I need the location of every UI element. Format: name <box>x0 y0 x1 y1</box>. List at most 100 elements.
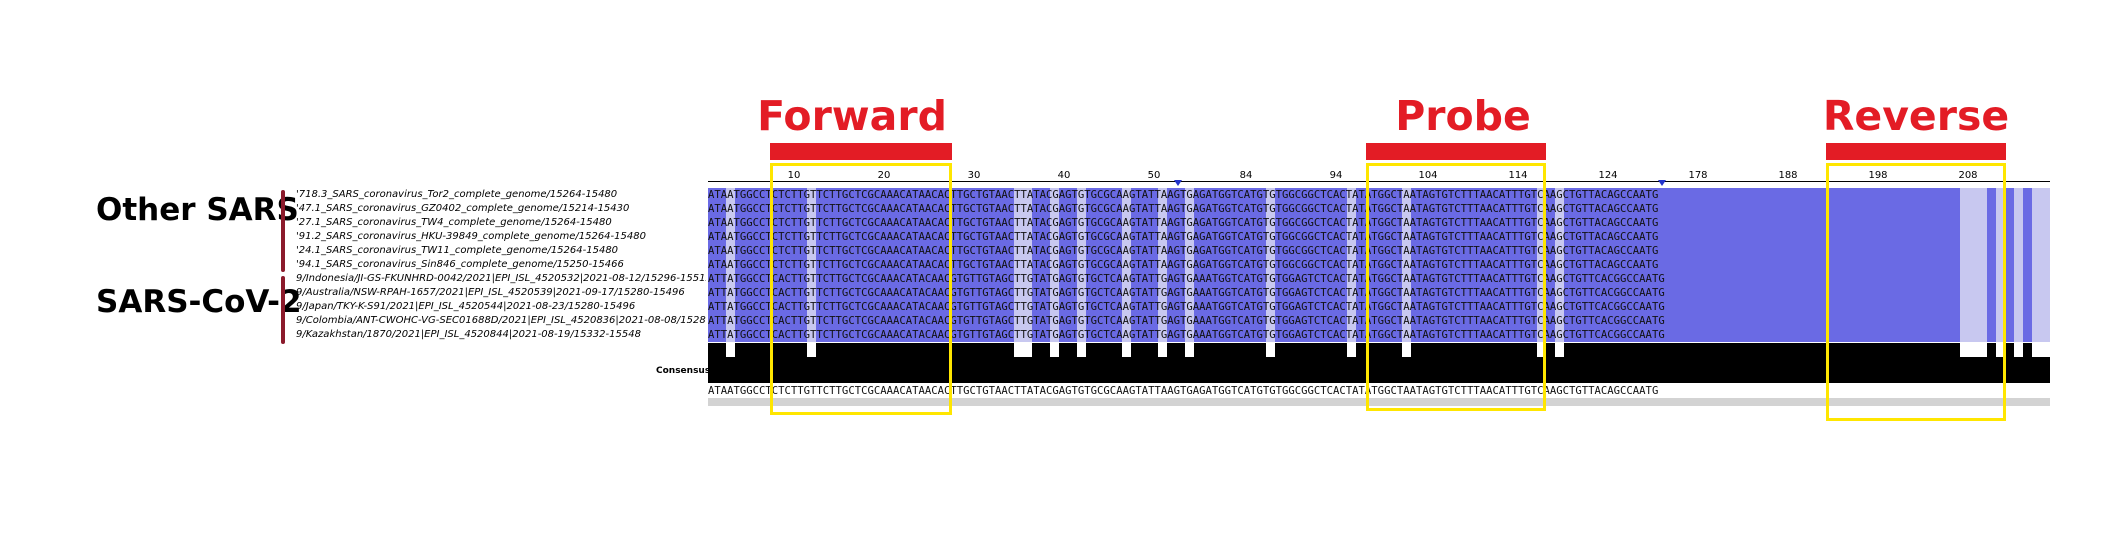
variable-column <box>1401 230 1411 244</box>
variable-column <box>807 314 817 328</box>
consensus-gap <box>2031 343 2041 357</box>
consensus-gap <box>2040 343 2050 357</box>
variable-column <box>807 300 817 314</box>
ruler-line <box>708 181 2050 182</box>
variable-column <box>807 272 817 286</box>
variable-column <box>1959 244 1969 258</box>
variable-column <box>726 300 735 314</box>
sequence-name: 9/Australia/NSW-RPAH-1657/2021|EPI_ISL_4… <box>296 287 685 298</box>
variable-column <box>1185 230 1195 244</box>
consensus-gap <box>1554 343 1564 357</box>
region-bar-reverse <box>1826 143 2006 160</box>
variable-column <box>1122 244 1132 258</box>
variable-column <box>1122 216 1132 230</box>
ruler-label: 104 <box>1418 170 1438 181</box>
variable-column <box>1050 216 1060 230</box>
region-title-probe: Probe <box>1395 92 1531 140</box>
variable-column <box>1050 286 1060 300</box>
variable-column <box>1977 286 1987 300</box>
variable-column <box>1185 328 1195 342</box>
variable-column <box>1347 328 1357 342</box>
variable-column <box>807 244 817 258</box>
variable-column <box>1122 188 1132 202</box>
ruler-label: 188 <box>1778 170 1798 181</box>
variable-column <box>1347 258 1357 272</box>
variable-column <box>726 230 735 244</box>
variable-column <box>726 188 735 202</box>
variable-column <box>1959 188 1969 202</box>
variable-column <box>1968 202 1978 216</box>
variable-column <box>1536 300 1546 314</box>
variable-column <box>1401 314 1411 328</box>
variable-column <box>1554 202 1564 216</box>
position-marker-icon <box>1174 180 1182 186</box>
variable-column <box>1968 328 1978 342</box>
variable-column <box>2013 216 2023 230</box>
variable-column <box>1077 272 1087 286</box>
consensus-sequence: ATAATGGCCTCTCTTGTTCTTGCTCGCAAACATAACACTT… <box>708 385 1659 397</box>
variable-column <box>2031 286 2041 300</box>
variable-column <box>1158 300 1168 314</box>
ruler-label: 114 <box>1508 170 1528 181</box>
consensus-gap <box>1959 343 1969 357</box>
variable-column <box>1185 244 1195 258</box>
variable-column <box>1014 300 1024 314</box>
consensus-gap <box>1347 343 1357 357</box>
variable-column <box>2040 202 2050 216</box>
variable-column <box>1077 258 1087 272</box>
variable-column <box>1959 314 1969 328</box>
alignment-row: ATAATGGCCTCTCTTGTTCTTGCTCGCAAACATAACACTT… <box>708 244 2050 258</box>
variable-column <box>1050 300 1060 314</box>
variable-column <box>2040 258 2050 272</box>
variable-column <box>1014 230 1024 244</box>
variable-column <box>1158 244 1168 258</box>
variable-column <box>726 216 735 230</box>
variable-column <box>1995 258 2005 272</box>
variable-column <box>1077 300 1087 314</box>
variable-column <box>1536 230 1546 244</box>
variable-column <box>2031 188 2041 202</box>
bracket-other-sars <box>281 190 285 272</box>
region-title-forward: Forward <box>757 92 947 140</box>
variable-column <box>2040 216 2050 230</box>
variable-column <box>2040 314 2050 328</box>
alignment-sequence: ATTATGGCCTCACTTGTTCTTGCTCGCAAACATACAACGT… <box>708 329 1665 341</box>
variable-column <box>1266 216 1276 230</box>
variable-column <box>2031 258 2041 272</box>
variable-column <box>726 314 735 328</box>
variable-column <box>1014 202 1024 216</box>
variable-column <box>1959 300 1969 314</box>
variable-column <box>1995 244 2005 258</box>
variable-column <box>2031 202 2041 216</box>
sequence-name: 9/Kazakhstan/1870/2021|EPI_ISL_4520844|2… <box>296 329 641 340</box>
variable-column <box>1968 286 1978 300</box>
variable-column <box>1977 202 1987 216</box>
alignment-sequence: ATAATGGCCTCTCTTGTTCTTGCTCGCAAACATAACACTT… <box>708 217 1659 229</box>
variable-column <box>1968 188 1978 202</box>
variable-column <box>1536 314 1546 328</box>
variable-column <box>1266 314 1276 328</box>
region-bar-probe <box>1366 143 1546 160</box>
sequence-name: '718.3_SARS_coronavirus_Tor2_complete_ge… <box>296 189 618 200</box>
group-label-sars-cov-2: SARS-CoV-2 <box>96 284 302 320</box>
variable-column <box>2040 272 2050 286</box>
variable-column <box>1536 286 1546 300</box>
alignment-row: ATAATGGCCTCTCTTGTTCTTGCTCGCAAACATAACACTT… <box>708 258 2050 272</box>
variable-column <box>2013 244 2023 258</box>
variable-column <box>2013 272 2023 286</box>
ruler-label: 178 <box>1688 170 1708 181</box>
variable-column <box>1266 244 1276 258</box>
variable-column <box>726 244 735 258</box>
consensus-gap <box>1266 343 1276 357</box>
variable-column <box>1185 258 1195 272</box>
variable-column <box>1977 258 1987 272</box>
variable-column <box>1014 188 1024 202</box>
alignment-row: ATTATGGCCTCACTTGTTCTTGCTCGCAAACATACAACGT… <box>708 314 2050 328</box>
variable-column <box>1401 216 1411 230</box>
variable-column <box>1077 216 1087 230</box>
variable-column <box>1995 202 2005 216</box>
variable-column <box>1185 286 1195 300</box>
variable-column <box>1185 188 1195 202</box>
variable-column <box>2031 230 2041 244</box>
variable-column <box>1014 328 1024 342</box>
